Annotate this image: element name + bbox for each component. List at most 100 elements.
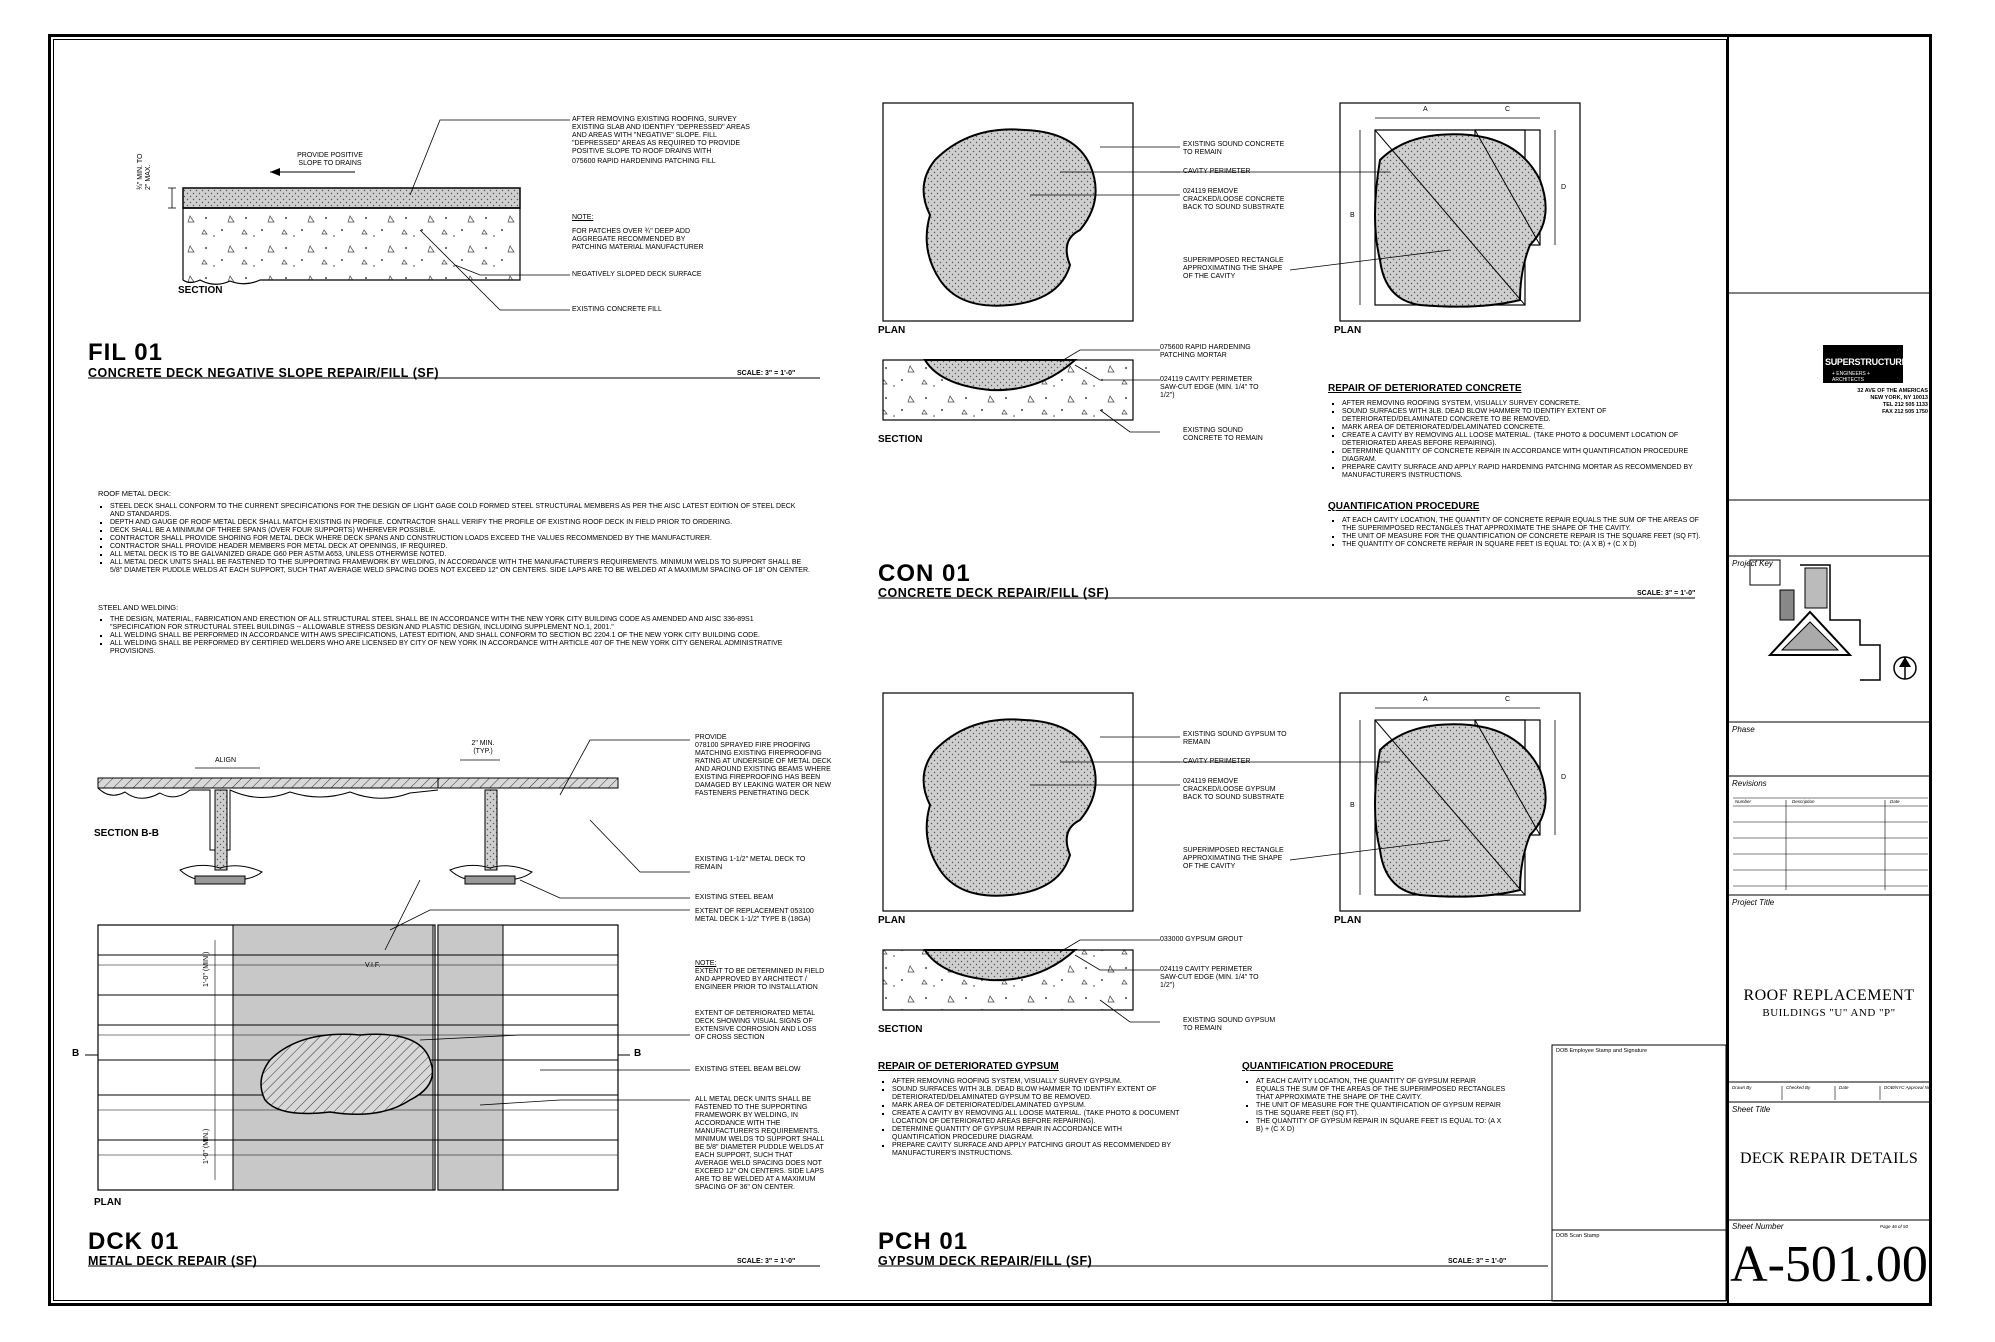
dck01-callout-beam: EXISTING STEEL BEAM: [695, 894, 774, 901]
dck01-note-text: EXTENT TO BE DETERMINED IN FIELD AND APP…: [695, 968, 825, 991]
con01-scale: SCALE: 3" = 1'-0": [1637, 590, 1696, 597]
pch01-dim-b: B: [1350, 802, 1355, 809]
title-block: [1727, 37, 1930, 1304]
pch01-c6: 024119 CAVITY PERIMETER SAW-CUT EDGE (MI…: [1160, 966, 1259, 989]
dck01-code: DCK 01: [88, 1228, 180, 1255]
dck01-dim-2: 1'-0" (MIN.): [203, 1128, 210, 1164]
fil01-note-head: NOTE:: [572, 214, 594, 221]
pch01-drawing: [878, 692, 1581, 1267]
con01-drawing: [878, 102, 1695, 599]
steel-welding-head: STEEL AND WELDING:: [98, 603, 179, 612]
roof-deck-notes: STEEL DECK SHALL CONFORM TO THE CURRENT …: [100, 503, 810, 575]
project-key-label: Project Key: [1732, 559, 1773, 568]
con01-quant-item: AT EACH CAVITY LOCATION, THE QUANTITY OF…: [1342, 517, 1712, 533]
rev-col-date: Date: [1890, 799, 1900, 804]
dob-approval-label: DOB/NYC Approval No.: [1884, 1085, 1932, 1090]
pch01-quant-item: THE QUANTITY OF GYPSUM REPAIR IN SQUARE …: [1256, 1118, 1506, 1134]
drawn-by-label: Drawn By: [1732, 1085, 1752, 1090]
checked-by-label: Checked By: [1786, 1085, 1811, 1090]
pch01-code: PCH 01: [878, 1228, 969, 1255]
con01-plan-label: PLAN: [878, 325, 906, 336]
fil01-section-drawing: [88, 119, 820, 379]
pch01-c4: SUPERIMPOSED RECTANGLE APPROXIMATING THE…: [1183, 847, 1284, 870]
dck01-note-head: NOTE:: [695, 960, 717, 967]
sheet-title-label: Sheet Title: [1732, 1105, 1771, 1114]
logo-subtext: + ENGINEERS + ARCHITECTS: [1832, 371, 1871, 383]
dck01-callout-fire-text: 078100 SPRAYED FIRE PROOFING MATCHING EX…: [695, 742, 832, 797]
dck01-callout-deck: EXISTING 1-1/2" METAL DECK TO REMAIN: [695, 856, 806, 871]
stamp-boxes: [1551, 1044, 1727, 1302]
pch01-repair-item: SOUND SURFACES WITH 3LB. DEAD BLOW HAMME…: [892, 1086, 1182, 1102]
dck01-cut-b-right: B: [634, 1048, 642, 1059]
con01-repair-head: REPAIR OF DETERIORATED CONCRETE: [1328, 383, 1522, 394]
project-title-label: Project Title: [1732, 898, 1775, 907]
address-line: NEW YORK, NY 10013: [1870, 395, 1928, 401]
steel-note: ALL WELDING SHALL BE PERFORMED IN ACCORD…: [110, 632, 810, 640]
pch01-quant-list: AT EACH CAVITY LOCATION, THE QUANTITY OF…: [1246, 1078, 1506, 1134]
dck01-callout-det: EXTENT OF DETERIORATED METAL DECK SHOWIN…: [695, 1010, 817, 1041]
con01-quant-item: THE UNIT OF MEASURE FOR THE QUANTIFICATI…: [1342, 533, 1712, 541]
project-key-plan: [1749, 559, 1917, 681]
con01-c3: 024119 REMOVE CRACKED/LOOSE CONCRETE BAC…: [1183, 188, 1285, 211]
con01-quant-item: THE QUANTITY OF CONCRETE REPAIR IN SQUAR…: [1342, 541, 1712, 549]
dck01-callout-weld: ALL METAL DECK UNITS SHALL BE FASTENED T…: [695, 1096, 825, 1191]
dck01-scale: SCALE: 3" = 1'-0": [737, 1258, 796, 1265]
steel-note: ALL WELDING SHALL BE PERFORMED BY CERTIF…: [110, 640, 810, 656]
pch01-quant-head: QUANTIFICATION PROCEDURE: [1242, 1061, 1394, 1072]
fil01-scale: SCALE: 3" = 1'-0": [737, 370, 796, 377]
revisions-label: Revisions: [1732, 779, 1767, 788]
sheet-number: A-501.00: [1730, 1236, 1928, 1293]
fil01-note-text: FOR PATCHES OVER ¾" DEEP ADD AGGREGATE R…: [572, 228, 704, 251]
dck01-vif: V.I.F.: [365, 962, 381, 969]
con01-c7: EXISTING SOUND CONCRETE TO REMAIN: [1183, 427, 1263, 442]
pch01-dim-a: A: [1423, 696, 1428, 703]
con01-title: CONCRETE DECK REPAIR/FILL (SF): [878, 586, 1110, 600]
pch01-dim-d: D: [1561, 774, 1567, 781]
pch01-c7: EXISTING SOUND GYPSUM TO REMAIN: [1183, 1017, 1276, 1032]
con01-dim-a: A: [1423, 106, 1428, 113]
firm-address: 32 AVE OF THE AMERICAS NEW YORK, NY 1001…: [1840, 388, 1928, 416]
con01-code: CON 01: [878, 560, 971, 587]
con01-c1: EXISTING SOUND CONCRETE TO REMAIN: [1183, 141, 1285, 156]
dck01-dim-1: 1'-0" (MIN.): [203, 951, 210, 987]
roof-note: DEPTH AND GAUGE OF ROOF METAL DECK SHALL…: [110, 519, 810, 527]
con01-repair-item: CREATE A CAVITY BY REMOVING ALL LOOSE MA…: [1342, 432, 1702, 448]
steel-welding-notes: THE DESIGN, MATERIAL, FABRICATION AND ER…: [100, 616, 810, 656]
con01-repair-item: AFTER REMOVING ROOFING SYSTEM, VISUALLY …: [1342, 400, 1702, 408]
con01-repair-item: SOUND SURFACES WITH 3LB. DEAD BLOW HAMME…: [1342, 408, 1702, 424]
roof-note: ALL METAL DECK UNITS SHALL BE FASTENED T…: [110, 559, 810, 575]
dck01-align: ALIGN: [215, 757, 237, 764]
project-subtitle: BUILDINGS "U" AND "P": [1762, 1007, 1896, 1019]
fil01-callout-1-code: 075600 RAPID HARDENING PATCHING FILL: [572, 158, 716, 165]
fil01-title: CONCRETE DECK NEGATIVE SLOPE REPAIR/FILL…: [88, 366, 439, 380]
pch01-repair-head: REPAIR OF DETERIORATED GYPSUM: [878, 1061, 1059, 1072]
fil01-callout-2: NEGATIVELY SLOPED DECK SURFACE: [572, 271, 702, 278]
con01-repair-item: MARK AREA OF DETERIORATED/DELAMINATED CO…: [1342, 424, 1702, 432]
address-line: FAX 212 505 1750: [1882, 409, 1928, 415]
fil01-callout-1: AFTER REMOVING EXISTING ROOFING, SURVEY …: [572, 116, 750, 155]
con01-dim-d: D: [1561, 184, 1567, 191]
date-label: Date: [1839, 1085, 1849, 1090]
pch01-repair-item: PREPARE CAVITY SURFACE AND APPLY PATCHIN…: [892, 1142, 1182, 1158]
pch01-repair-item: CREATE A CAVITY BY REMOVING ALL LOOSE MA…: [892, 1110, 1182, 1126]
pch01-quant-item: AT EACH CAVITY LOCATION, THE QUANTITY OF…: [1256, 1078, 1506, 1102]
stamp-signature-label: DOB Employee Stamp and Signature: [1556, 1048, 1648, 1054]
con01-repair-item: DETERMINE QUANTITY OF CONCRETE REPAIR IN…: [1342, 448, 1702, 464]
con01-section-label: SECTION: [878, 434, 923, 445]
fil01-code: FIL 01: [88, 339, 163, 366]
pch01-section-label: SECTION: [878, 1024, 923, 1035]
roof-note: CONTRACTOR SHALL PROVIDE SHORING FOR MET…: [110, 535, 810, 543]
logo-text-a: SUPER: [1825, 357, 1855, 367]
con01-c6: 024119 CAVITY PERIMETER SAW-CUT EDGE (MI…: [1160, 376, 1259, 399]
pch01-c2: CAVITY PERIMETER: [1183, 758, 1251, 765]
dck01-callout-fire: PROVIDE: [695, 734, 727, 741]
pch01-repair-item: MARK AREA OF DETERIORATED/DELAMINATED GY…: [892, 1102, 1182, 1110]
pch01-quant-item: THE UNIT OF MEASURE FOR THE QUANTIFICATI…: [1256, 1102, 1506, 1118]
phase-label: Phase: [1732, 725, 1755, 734]
dck01-section-label: SECTION B-B: [94, 828, 159, 839]
con01-repair-list: AFTER REMOVING ROOFING SYSTEM, VISUALLY …: [1332, 400, 1702, 480]
pch01-repair-item: AFTER REMOVING ROOFING SYSTEM, VISUALLY …: [892, 1078, 1182, 1086]
pch01-plan-label: PLAN: [878, 915, 906, 926]
roof-note: STEEL DECK SHALL CONFORM TO THE CURRENT …: [110, 503, 810, 519]
con01-quant-head: QUANTIFICATION PROCEDURE: [1328, 501, 1480, 512]
